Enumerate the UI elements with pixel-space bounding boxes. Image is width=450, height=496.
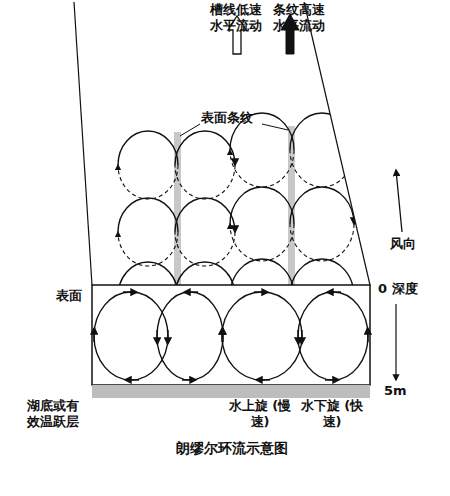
cell-arc-hidden	[118, 232, 178, 266]
figure-caption: 朗缪尔环流示意图	[176, 440, 288, 458]
cell-arc-hidden	[175, 165, 235, 199]
flow-arrow	[156, 330, 158, 344]
vortex-cell	[222, 292, 302, 380]
flow-arrow	[367, 328, 369, 342]
flow-label: 槽线低速 水平流动	[206, 2, 266, 35]
lake-bottom	[92, 385, 370, 398]
flow-arrow	[167, 330, 169, 344]
wind-arrow	[396, 170, 402, 232]
depth-value: 5m	[384, 383, 414, 399]
plane-edge	[74, 2, 92, 285]
flow-arrow	[256, 379, 270, 381]
cell-arc-hidden	[290, 150, 354, 187]
flow-arrow	[123, 291, 137, 293]
depth-value: 0	[378, 281, 392, 297]
surface-label: 表面	[56, 288, 90, 304]
cell-arc-hidden	[230, 150, 294, 187]
cell-arc-hidden	[230, 224, 294, 261]
cell-arc	[175, 198, 235, 232]
cell-arc	[118, 198, 178, 232]
flow-arrow	[327, 291, 341, 293]
flow-arrow	[254, 291, 268, 293]
flow-arrow	[222, 328, 224, 342]
cell-arc	[230, 187, 294, 224]
cell-arc	[118, 131, 178, 165]
depth-label: 深度	[392, 281, 428, 297]
flow-arrow	[221, 328, 223, 342]
cell-arc-hidden	[175, 232, 235, 266]
vortex-label: 水下旋 (快速)	[300, 398, 364, 431]
wind-label: 风向	[390, 236, 430, 252]
leader-line	[180, 124, 200, 136]
vortex-label: 水上旋 (慢速)	[228, 398, 292, 431]
plane-edge	[304, 2, 370, 285]
bottom-label: 湖底或有 效温跃层	[22, 398, 84, 431]
cell-arc-hidden	[290, 224, 354, 261]
cross-section	[92, 285, 370, 385]
cell-arc	[175, 131, 235, 165]
vortex-cell	[298, 292, 368, 380]
flow-arrow	[325, 379, 339, 381]
cross-cells	[94, 292, 368, 380]
vortex-cell	[157, 292, 223, 380]
flow-arrow	[184, 291, 198, 293]
flow-label: 条纹高速 水平流动	[269, 2, 329, 35]
vortex-cell	[94, 292, 168, 380]
leader-line	[262, 124, 288, 130]
flow-arrow	[93, 328, 95, 342]
flow-arrow	[301, 330, 303, 344]
stripe-label: 表面条纹	[201, 110, 271, 126]
flow-arrow	[297, 330, 299, 344]
flow-arrow	[182, 379, 196, 381]
surface-stripe	[174, 132, 181, 285]
cell-arc	[290, 113, 354, 150]
cell-arc	[290, 187, 354, 224]
depth-arrow	[395, 304, 396, 380]
flow-arrow	[125, 379, 139, 381]
cell-arc-hidden	[118, 165, 178, 199]
